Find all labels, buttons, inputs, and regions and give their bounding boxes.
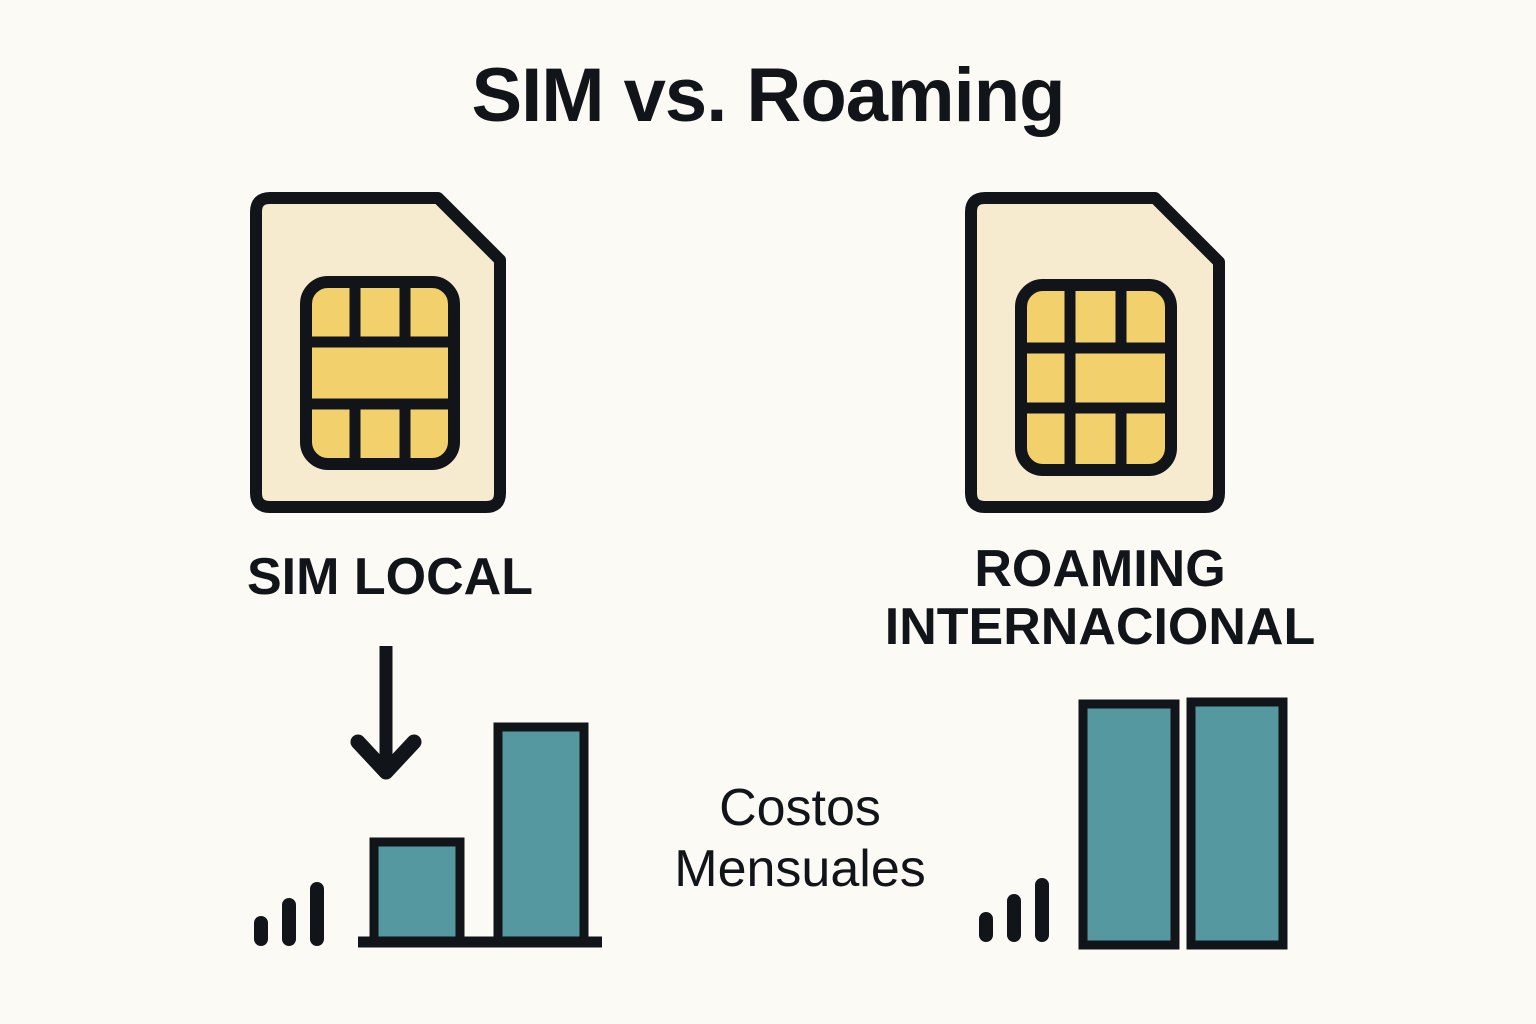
center-caption-line1: Costos: [719, 779, 881, 837]
bar-right-second: [1186, 697, 1288, 950]
chart-roaming: [965, 690, 1305, 960]
sim-card-icon: [965, 192, 1225, 513]
sim-card-left: [248, 190, 508, 515]
signal-bars-icon: [254, 882, 324, 946]
center-caption: Costos Mensuales: [600, 778, 1000, 901]
signal-bars-icon: [979, 878, 1049, 942]
bar-left-short: [369, 837, 465, 947]
label-sim-local: SIM LOCAL: [110, 548, 670, 606]
label-roaming-line2: INTERNACIONAL: [884, 598, 1316, 657]
sim-card-icon: [250, 192, 506, 513]
label-sim-local-line1: SIM LOCAL: [247, 548, 533, 606]
sim-card-right: [963, 190, 1227, 515]
arrow-down-icon: [350, 646, 422, 780]
center-caption-line2: Mensuales: [674, 840, 926, 899]
bar-left-tall: [493, 722, 589, 947]
bar-right-first: [1078, 699, 1180, 950]
chart-sim-local: [240, 630, 620, 960]
page-title: SIM vs. Roaming: [471, 53, 1065, 138]
label-roaming-line1: ROAMING: [974, 540, 1226, 598]
sim-chip-right: [1015, 279, 1177, 476]
sim-chip-left: [300, 276, 460, 470]
label-roaming-internacional: ROAMING INTERNACIONAL: [790, 540, 1410, 656]
